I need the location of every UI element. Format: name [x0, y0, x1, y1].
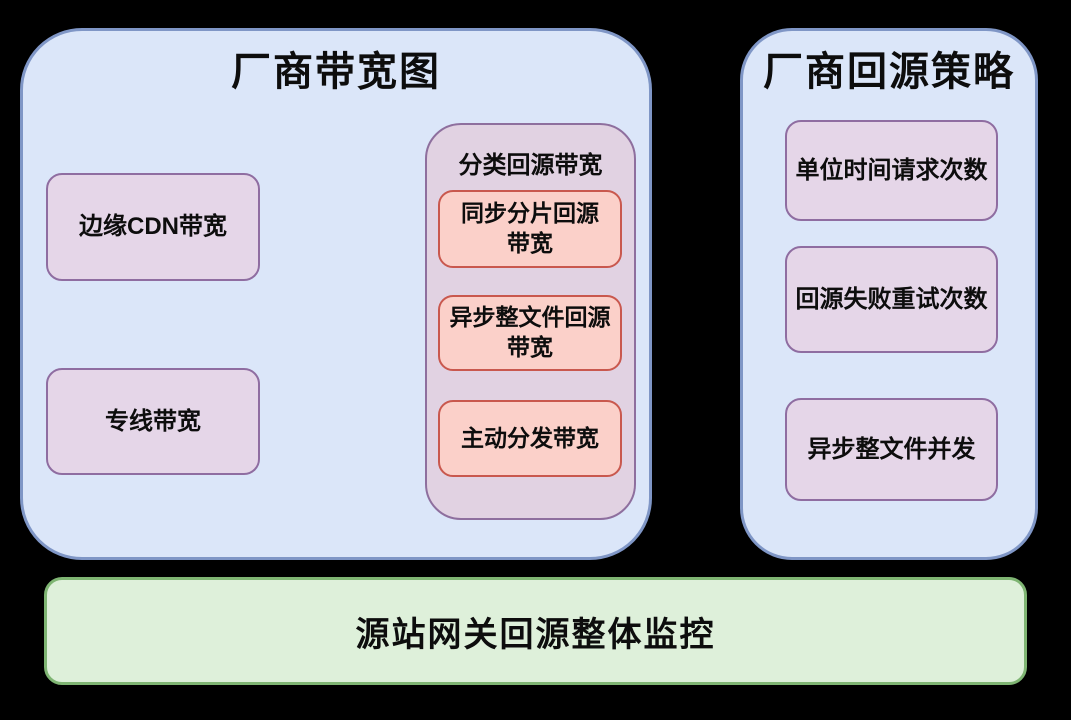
origin-gateway-monitoring-bar: 源站网关回源整体监控	[44, 577, 1027, 685]
async-wholefile-origin-bandwidth-box: 异步整文件回源 带宽	[438, 295, 622, 371]
edge-cdn-bandwidth-box: 边缘CDN带宽	[46, 173, 260, 281]
active-distribution-bandwidth-box: 主动分发带宽	[438, 400, 622, 477]
dedicated-line-bandwidth-box: 专线带宽	[46, 368, 260, 475]
async-wholefile-concurrency-box: 异步整文件并发	[785, 398, 998, 501]
classified-origin-bandwidth-title: 分类回源带宽	[458, 152, 603, 179]
sync-shard-origin-bandwidth-box: 同步分片回源 带宽	[438, 190, 622, 268]
origin-retry-count-box: 回源失败重试次数	[785, 246, 998, 353]
vendor-bandwidth-panel-title: 厂商带宽图	[231, 50, 441, 94]
vendor-bandwidth-panel: 厂商带宽图 边缘CDN带宽 专线带宽 分类回源带宽 同步分片回源 带宽 异步整文…	[20, 28, 652, 560]
vendor-origin-strategy-title: 厂商回源策略	[763, 50, 1015, 94]
classified-origin-bandwidth-group: 分类回源带宽 同步分片回源 带宽 异步整文件回源 带宽 主动分发带宽	[425, 123, 636, 520]
vendor-origin-strategy-panel: 厂商回源策略 单位时间请求次数 回源失败重试次数 异步整文件并发	[740, 28, 1038, 560]
requests-per-unit-time-box: 单位时间请求次数	[785, 120, 998, 221]
